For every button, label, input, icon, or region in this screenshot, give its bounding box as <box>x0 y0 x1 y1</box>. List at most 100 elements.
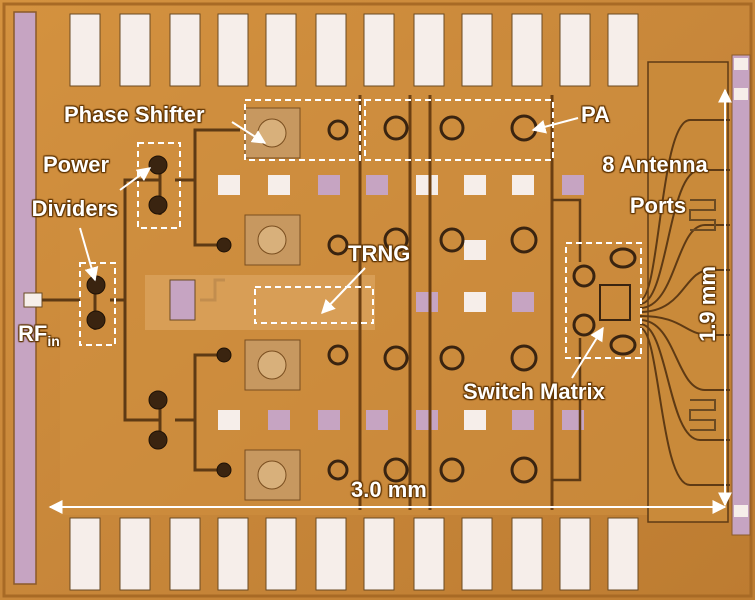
antenna-routing-trace <box>639 119 730 301</box>
mid-pad <box>464 240 486 260</box>
divider-inductor <box>148 430 168 450</box>
phase-shifter-core <box>257 225 287 255</box>
amp-inductor <box>383 345 409 371</box>
divider-inductor <box>216 462 232 478</box>
antenna-routing-trace <box>639 327 730 486</box>
amp-inductor <box>510 344 538 372</box>
antenna-routing-trace <box>639 224 730 309</box>
switch-inductor <box>572 313 596 337</box>
antenna-routing-trace <box>639 315 730 336</box>
dividers-label: Dividers <box>31 196 119 221</box>
divider-inductor <box>148 155 168 175</box>
top-pad-row <box>69 13 639 87</box>
bottom-pad <box>119 517 151 591</box>
mid-pad <box>464 410 486 430</box>
die-seal-ring <box>2 2 753 598</box>
divider-inductor <box>86 310 106 330</box>
trng-arrow <box>321 267 366 315</box>
annotation-boxes <box>79 99 642 359</box>
amp-inductor <box>327 344 349 366</box>
divider-trace <box>175 353 225 422</box>
mid-pad <box>416 175 438 195</box>
antenna-port-pad <box>734 58 748 70</box>
phase-shifter-arrow <box>231 121 267 144</box>
rf-in-main: RF <box>18 321 48 346</box>
antenna-routing-trace <box>639 323 730 441</box>
divider-inductor <box>216 237 232 253</box>
bottom-pad <box>315 517 347 591</box>
antenna-label-line2: Ports <box>629 193 687 218</box>
bottom-pad <box>511 517 543 591</box>
switch-matrix-box <box>565 242 642 359</box>
mid-pad <box>318 175 340 195</box>
pa-label: PA <box>581 102 610 127</box>
antenna-routing-trace <box>639 169 730 305</box>
mid-pad <box>416 410 438 430</box>
mid-pad <box>268 175 290 195</box>
power-divider-box-upper <box>137 142 181 229</box>
phase-shifter-core <box>257 460 287 490</box>
amp-inductor <box>439 457 465 483</box>
top-pad <box>559 13 591 87</box>
amp-inductor <box>510 226 538 254</box>
top-pad <box>119 13 151 87</box>
mid-pad <box>562 410 584 430</box>
divider-inductors <box>86 155 232 478</box>
antenna-port-region <box>639 54 751 536</box>
phase-shifter-label: Phase Shifter <box>64 102 205 127</box>
pa-arrow <box>531 117 579 134</box>
rf-in-subscript: in <box>47 333 60 349</box>
rf-input-pad <box>23 292 43 308</box>
bottom-pad <box>413 517 445 591</box>
antenna-port-pad <box>734 88 748 100</box>
divider-trace <box>175 128 240 182</box>
mid-pad <box>318 410 340 430</box>
divider-trace <box>193 420 225 472</box>
mid-pad <box>512 410 534 430</box>
trng-box <box>254 286 374 324</box>
switch-feed-trace <box>552 198 582 262</box>
power-divider-arrow-upper <box>119 167 152 191</box>
bottom-pad <box>169 517 201 591</box>
amp-inductor <box>439 345 465 371</box>
mid-pad <box>366 410 388 430</box>
power-label: Power <box>42 152 110 177</box>
switch-matrix-arrow <box>571 326 604 379</box>
mid-pad <box>512 292 534 312</box>
amp-inductor <box>439 115 465 141</box>
mid-pad <box>416 292 438 312</box>
antenna-routing-trace <box>639 269 730 313</box>
amp-inductor <box>383 115 409 141</box>
phase-shifter-core <box>257 350 287 380</box>
amp-inductor <box>439 227 465 253</box>
pa-array <box>327 114 538 484</box>
phase-shifter-array <box>244 107 301 501</box>
top-pad <box>461 13 493 87</box>
antenna-label-line1: 8 Antenna <box>602 152 708 177</box>
mid-pad <box>562 175 584 195</box>
top-pad <box>413 13 445 87</box>
mid-pad <box>218 410 240 430</box>
height-dimension-label: 1.9 mm <box>695 266 720 342</box>
bottom-pad-row <box>69 517 639 591</box>
bottom-pad <box>265 517 297 591</box>
switch-inductor <box>572 264 596 288</box>
amp-inductor <box>327 234 349 256</box>
top-pad <box>169 13 201 87</box>
switch-matrix-block <box>572 247 637 356</box>
width-dimension-label: 3.0 mm <box>351 477 427 502</box>
trng-label: TRNG <box>348 241 411 266</box>
top-pad <box>217 13 249 87</box>
amp-inductor <box>383 227 409 253</box>
divider-inductor <box>86 275 106 295</box>
top-pad <box>265 13 297 87</box>
amp-inductor <box>383 457 409 483</box>
amp-inductor <box>327 119 349 141</box>
divider-trace <box>193 180 225 247</box>
switch-inductor <box>609 247 637 269</box>
divider-inductor <box>216 347 232 363</box>
top-pad <box>69 13 101 87</box>
phase-shifter-core <box>257 118 287 148</box>
